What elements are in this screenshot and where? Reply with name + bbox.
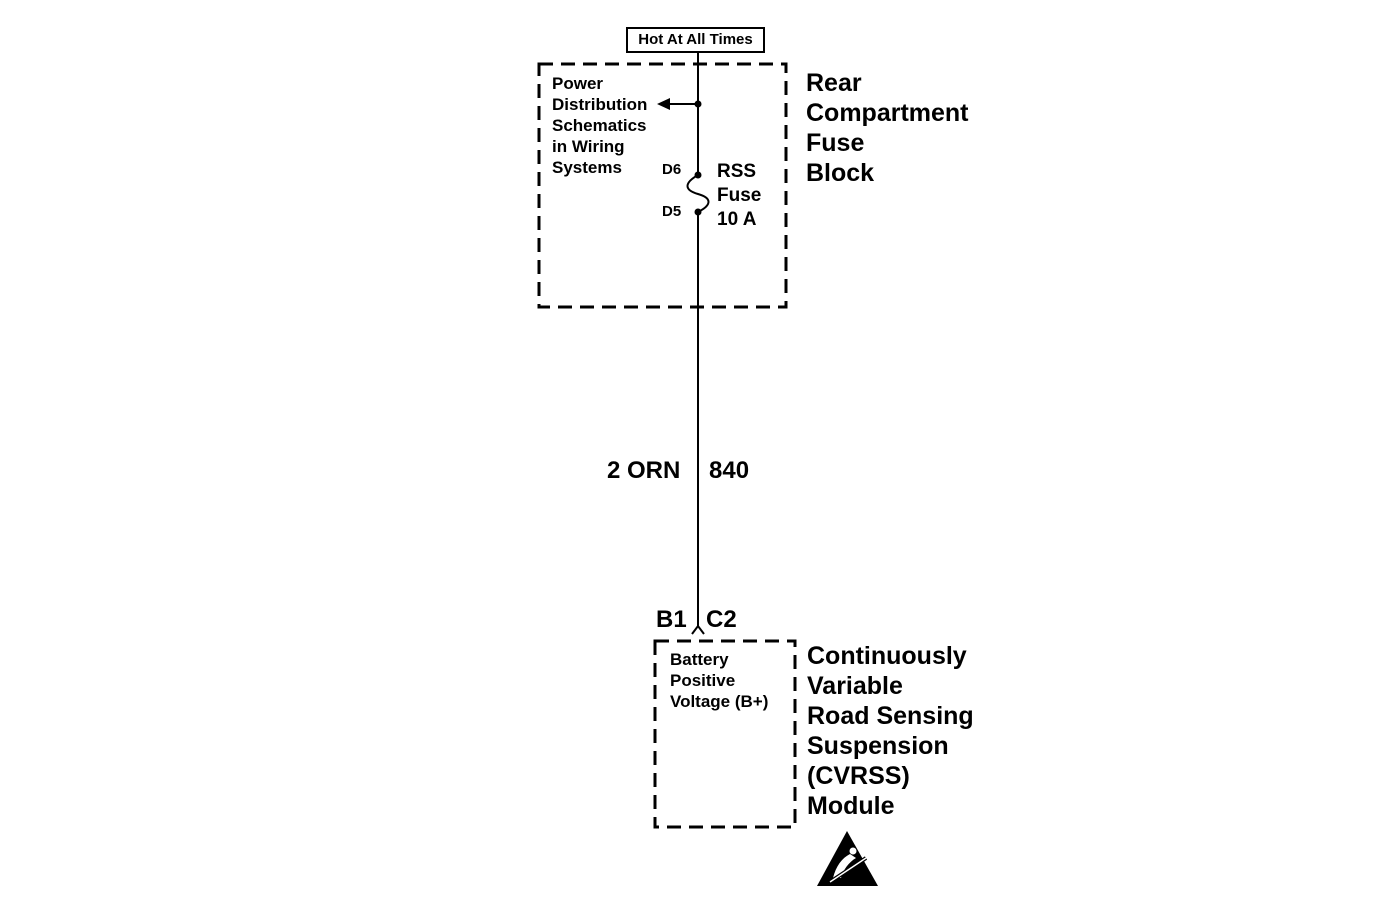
fuse-block-title-line: Block [806, 159, 875, 187]
reference-line: Systems [552, 158, 622, 177]
reference-line: in Wiring [552, 137, 625, 156]
fuse-block-title-line: Rear [806, 69, 862, 97]
reference-line: Power [552, 74, 604, 93]
circuit-number-label: 840 [709, 457, 750, 484]
power-distribution-reference: Power Distribution Schematics in Wiring … [552, 73, 647, 178]
module-title-line: (CVRSS) [807, 762, 910, 790]
module-title-line: Variable [807, 672, 903, 700]
wire-size-color-label: 2 ORN [607, 457, 681, 484]
module-title-line: Road Sensing [807, 702, 974, 730]
esd-sensitive-warning-icon [817, 831, 878, 886]
fuse-label-line: 10 A [717, 209, 757, 230]
reference-line: Schematics [552, 116, 647, 135]
module-title-line: Continuously [807, 642, 967, 670]
fuse-block-title: Rear Compartment Fuse Block [806, 68, 969, 188]
terminal-d6-label: D6 [662, 161, 682, 178]
module-outline [653, 639, 797, 829]
connector-terminal-symbol [691, 624, 705, 635]
terminal-d5-label: D5 [662, 203, 682, 220]
pin-description-line: Positive [670, 671, 736, 690]
fuse-label: RSS Fuse 10 A [717, 160, 761, 232]
fuse-symbol [686, 174, 710, 213]
fuse-block-title-line: Compartment [806, 99, 969, 127]
pin-description-line: Voltage (B+) [670, 692, 769, 711]
fuse-label-line: RSS [717, 161, 757, 182]
reference-arrowhead [657, 98, 670, 110]
fuse-block-outline [537, 62, 788, 309]
cavity-label: B1 [656, 606, 687, 633]
fuse-block-title-line: Fuse [806, 129, 865, 157]
module-pin-description: Battery Positive Voltage (B+) [670, 649, 768, 712]
fuse-label-line: Fuse [717, 185, 762, 206]
pin-description-line: Battery [670, 650, 729, 669]
reference-line: Distribution [552, 95, 648, 114]
module-title-line: Module [807, 792, 895, 820]
module-title-line: Suspension [807, 732, 949, 760]
connector-label: C2 [706, 606, 737, 633]
module-title: Continuously Variable Road Sensing Suspe… [807, 641, 974, 821]
power-source-label: Hot At All Times [626, 27, 765, 53]
